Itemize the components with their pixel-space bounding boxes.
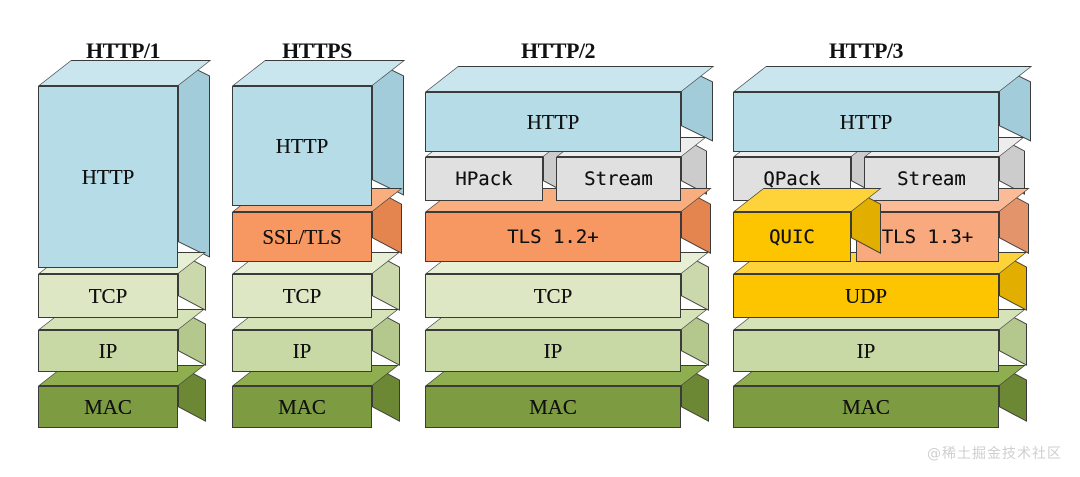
block-front-face: MAC	[733, 386, 999, 428]
block-http1-http: HTTP	[38, 60, 212, 268]
block-front-face: HPack	[425, 157, 543, 201]
block-front-face: HTTP	[38, 86, 178, 268]
block-front-face: UDP	[733, 274, 999, 318]
block-front-face: TCP	[232, 274, 372, 318]
block-https-ip: IP	[232, 309, 400, 372]
block-label: Stream	[897, 167, 966, 190]
block-label: TLS 1.3+	[881, 225, 974, 248]
block-front-face: Stream	[864, 157, 999, 201]
block-label: MAC	[278, 394, 326, 419]
block-front-face: HTTP	[425, 92, 681, 152]
block-https-mac: MAC	[232, 365, 400, 428]
block-label: IP	[292, 338, 312, 363]
block-label: SSL/TLS	[262, 224, 342, 249]
column-title-http3: HTTP/3	[828, 38, 904, 63]
block-front-face: Stream	[556, 157, 681, 201]
block-http2-mac: MAC	[425, 365, 709, 428]
block-http3-ip: IP	[733, 309, 1027, 372]
block-label: QUIC	[769, 225, 815, 248]
block-https-http: HTTP	[232, 60, 406, 206]
watermark: @稀土掘金技术社区	[927, 446, 1062, 462]
block-http3-udp: UDP	[733, 252, 1028, 318]
block-label: TCP	[533, 283, 573, 308]
block-https-tcp: TCP	[232, 252, 401, 318]
block-http2-tls12: TLS 1.2+	[425, 188, 712, 262]
block-top-face	[733, 66, 1033, 92]
block-top-face	[425, 66, 715, 92]
block-label: IP	[856, 338, 876, 363]
block-http2-tcp: TCP	[425, 252, 710, 318]
column-title-http2: HTTP/2	[520, 38, 596, 63]
block-https-ssltls: SSL/TLS	[232, 188, 403, 262]
block-http1-tcp: TCP	[38, 252, 207, 318]
block-front-face: IP	[733, 330, 999, 372]
block-front-face: HTTP	[733, 92, 999, 152]
block-http2-stream: Stream	[556, 137, 707, 201]
block-label: HPack	[455, 167, 513, 190]
block-front-face: MAC	[38, 386, 178, 428]
block-front-face: TCP	[425, 274, 681, 318]
block-http2-ip: IP	[425, 309, 709, 372]
block-label: UDP	[844, 283, 887, 308]
block-label: MAC	[84, 394, 132, 419]
block-label: TCP	[282, 283, 322, 308]
block-front-face: IP	[232, 330, 372, 372]
block-label: TLS 1.2+	[507, 225, 599, 248]
block-front-face: MAC	[425, 386, 681, 428]
block-front-face: TLS 1.2+	[425, 212, 681, 262]
block-http3-http: HTTP	[733, 66, 1033, 152]
block-front-face: IP	[38, 330, 178, 372]
block-label: HTTP	[526, 109, 580, 134]
block-side-face	[178, 60, 210, 258]
block-front-face: QUIC	[733, 212, 851, 262]
block-http3-mac: MAC	[733, 365, 1027, 428]
block-label: HTTP	[275, 133, 329, 158]
block-front-face: IP	[425, 330, 681, 372]
block-label: MAC	[842, 394, 890, 419]
block-label: IP	[98, 338, 118, 363]
block-http2-http: HTTP	[425, 66, 715, 152]
block-label: MAC	[529, 394, 577, 419]
block-http1-ip: IP	[38, 309, 206, 372]
block-label: HTTP	[81, 164, 135, 189]
block-http3-quic: QUIC	[733, 188, 882, 262]
block-http3-stream: Stream	[864, 137, 1025, 201]
column-title-https: HTTPS	[282, 38, 352, 63]
block-front-face: HTTP	[232, 86, 372, 206]
block-front-face: TCP	[38, 274, 178, 318]
block-label: HTTP	[839, 109, 893, 134]
block-label: Stream	[584, 167, 653, 190]
block-front-face: SSL/TLS	[232, 212, 372, 262]
block-label: QPack	[763, 167, 821, 190]
block-http2-hpack: HPack	[425, 137, 569, 201]
block-http1-mac: MAC	[38, 365, 206, 428]
column-title-http1: HTTP/1	[85, 38, 161, 63]
block-label: IP	[543, 338, 563, 363]
block-front-face: MAC	[232, 386, 372, 428]
block-label: TCP	[88, 283, 128, 308]
